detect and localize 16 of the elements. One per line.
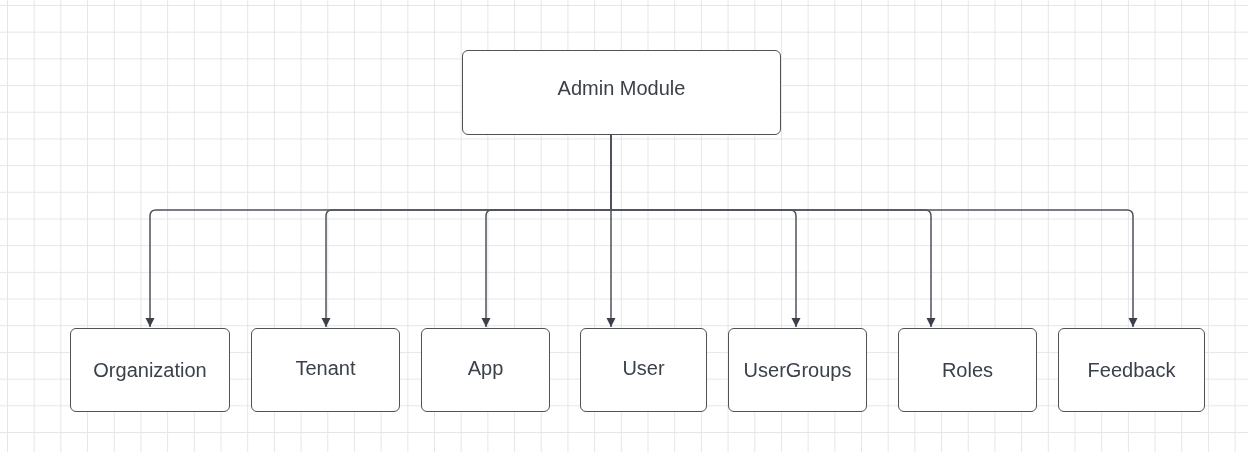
box-label: Admin Module xyxy=(557,77,686,100)
process-box xyxy=(421,328,550,412)
box-label: Organization xyxy=(93,358,207,382)
process-box xyxy=(898,328,1037,412)
box-label: UserGroups xyxy=(743,358,852,382)
box-label: User xyxy=(622,356,665,380)
box-label: Tenant xyxy=(295,356,356,380)
box-label: Roles xyxy=(941,358,994,382)
box-label: App xyxy=(467,356,504,380)
process-box xyxy=(1058,328,1205,412)
process-box xyxy=(462,50,781,135)
box-label: Feedback xyxy=(1087,358,1176,382)
process-box xyxy=(580,328,707,412)
process-box xyxy=(70,328,230,412)
process-box xyxy=(251,328,400,412)
process-box xyxy=(728,328,867,412)
